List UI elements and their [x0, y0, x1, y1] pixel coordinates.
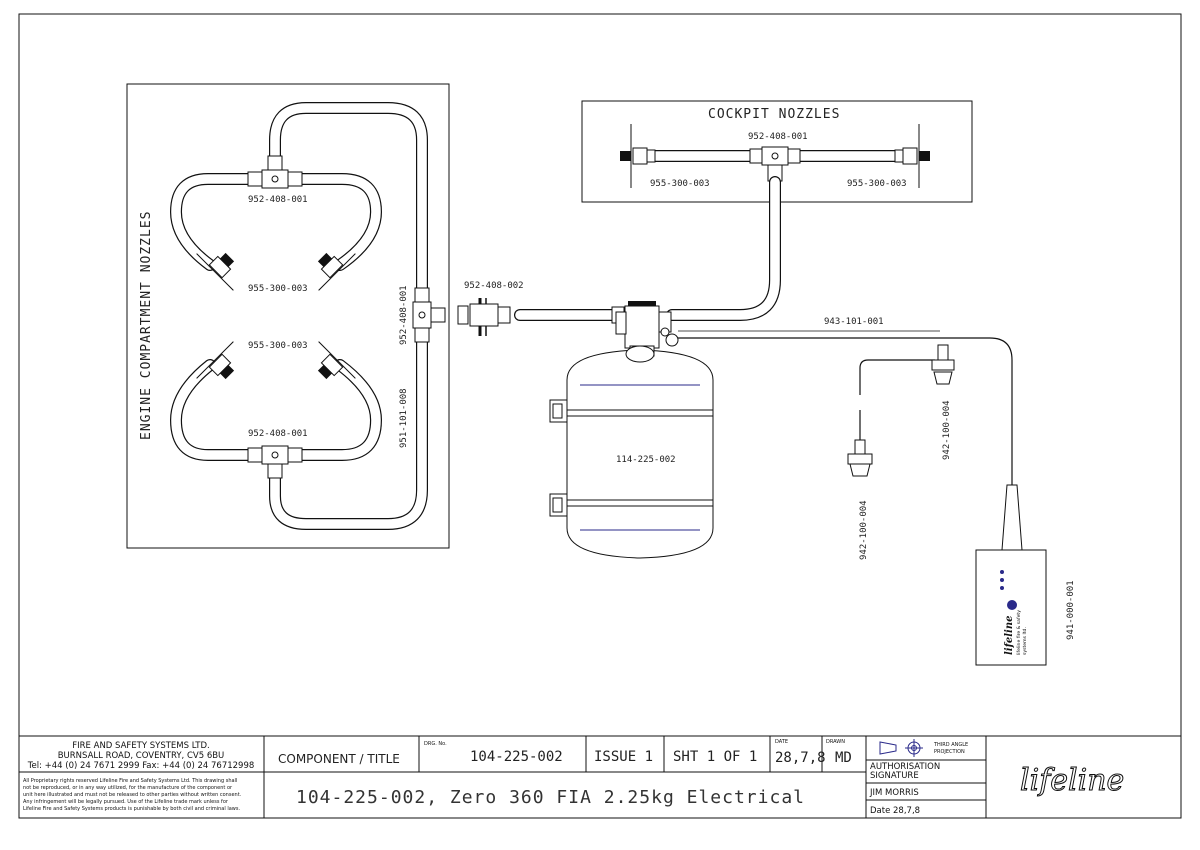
issue: ISSUE 1 [594, 749, 653, 765]
control-unit-brand: lifeline [1004, 616, 1015, 656]
drawn: MD [835, 750, 852, 766]
engine-compartment-box [126, 83, 450, 549]
title-block: FIRE AND SAFETY SYSTEMS LTD. BURNSALL RO… [19, 735, 1181, 818]
company-tel: Tel: +44 (0) 24 7671 2999 Fax: +44 (0) 2… [27, 761, 255, 771]
control-unit: lifeline lifeline fire & safety systems … [975, 484, 1076, 666]
label-cylinder: 114-225-002 [616, 455, 676, 465]
engine-pipework [170, 102, 428, 530]
rights-line-2: not be reproduced, or in any way utilize… [23, 785, 233, 791]
component-title-label: COMPONENT / TITLE [278, 752, 400, 766]
date-label: DATE [775, 739, 788, 745]
discharge-pipework [514, 176, 781, 321]
label-nozzle-lower: 955-300-003 [248, 341, 308, 351]
control-unit-subtitle-2: systems ltd. [1022, 627, 1028, 655]
cockpit-title: COCKPIT NOZZLES [708, 107, 840, 122]
authorisation-date: Date 28,7,8 [870, 806, 920, 816]
projection-label-1: THIRD ANGLE [933, 742, 968, 748]
pull-handle-mounted: 942-100-004 [859, 344, 955, 460]
control-unit-subtitle-1: lifeline fire & safety [1016, 610, 1022, 655]
drg-no: 104-225-002 [470, 749, 563, 765]
rights-line-3: unit here illustrated and must not be re… [23, 792, 242, 798]
lifeline-logo: lifeline [1020, 763, 1124, 798]
tee-fitting-right [412, 287, 446, 343]
label-valve-fitting: 952-408-002 [464, 281, 524, 291]
label-cockpit-nozzle-left: 955-300-003 [650, 179, 710, 189]
label-control-unit: 941-000-001 [1066, 580, 1076, 640]
company-address: BURNSALL ROAD, COVENTRY, CV5 6BU [58, 751, 225, 761]
sheet-border [18, 13, 1182, 819]
tee-fitting-bottom [247, 445, 303, 479]
label-pull-handle-b: 942-100-004 [859, 500, 869, 560]
cockpit-group: COCKPIT NOZZLES 952-408-001 955-300-003 … [581, 100, 973, 203]
engine-nozzle-lower-right [317, 341, 356, 380]
engine-compartment-title: ENGINE COMPARTMENT NOZZLES [139, 211, 154, 441]
pull-handle-loose: 942-100-004 [847, 410, 873, 560]
full-title: 104-225-002, Zero 360 FIA 2.25kg Electri… [296, 787, 805, 808]
label-cable: 943-101-001 [824, 317, 884, 327]
engine-nozzle-upper-left [196, 252, 235, 291]
valve-fitting: 952-408-002 [457, 281, 625, 336]
rights-line-5: Lifeline Fire and Safety Systems product… [23, 806, 240, 812]
cockpit-tee [749, 146, 801, 182]
electrical-cable: 943-101-001 [678, 317, 1013, 485]
drawn-label: DRAWN [826, 739, 845, 745]
sheet: SHT 1 OF 1 [673, 749, 757, 765]
label-cockpit-nozzle-right: 955-300-003 [847, 179, 907, 189]
label-nozzle-upper: 955-300-003 [248, 284, 308, 294]
cockpit-nozzle-left [620, 124, 656, 188]
label-tee-top: 952-408-001 [248, 195, 308, 205]
rights-line-4: Any infringement will be legally pursued… [23, 799, 229, 805]
third-angle-projection-icon [879, 739, 923, 757]
projection-label-2: PROJECTION [934, 749, 965, 755]
cockpit-nozzle-right [894, 124, 930, 188]
rights-line-1: All Proprietary rights reserved Lifeline… [23, 778, 237, 784]
company-name: FIRE AND SAFETY SYSTEMS LTD. [72, 741, 210, 751]
authorisation-name: JIM MORRIS [869, 788, 919, 798]
label-engine-pipe: 951-101-008 [399, 388, 409, 448]
date: 28,7,8 [775, 750, 826, 766]
drg-no-label: DRG. No. [424, 741, 447, 747]
label-tee-bottom: 952-408-001 [248, 429, 308, 439]
authorisation-label-2: SIGNATURE [870, 771, 919, 781]
extinguisher-cylinder: 114-225-002 [549, 301, 714, 559]
authorisation-label-1: AUTHORISATION [870, 762, 940, 772]
tee-fitting-top [247, 155, 303, 189]
engine-nozzle-lower-left [196, 341, 235, 380]
label-cockpit-tee: 952-408-001 [748, 132, 808, 142]
label-tee-right: 952-408-001 [399, 285, 409, 345]
engine-nozzle-upper-right [317, 252, 356, 291]
label-pull-handle-a: 942-100-004 [942, 400, 952, 460]
engine-compartment-group: ENGINE COMPARTMENT NOZZLES [126, 83, 450, 549]
